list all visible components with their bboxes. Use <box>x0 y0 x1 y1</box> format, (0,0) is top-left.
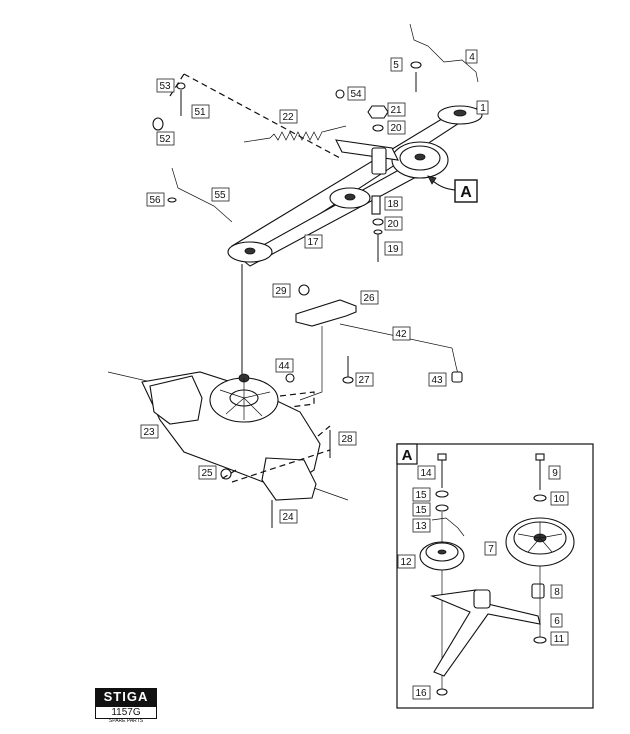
belt-drive-assembly <box>152 23 483 378</box>
callout-a: A <box>454 179 478 203</box>
label-12: 12 <box>400 557 412 568</box>
label-53: 53 <box>159 81 171 92</box>
label-7: 7 <box>488 544 494 555</box>
label-5: 5 <box>393 60 399 71</box>
inset-a-label: A <box>402 447 413 464</box>
label-9: 9 <box>552 468 558 479</box>
label-6: 6 <box>554 616 560 627</box>
logo-brand: STIGA <box>95 688 157 706</box>
detail-inset-a: A <box>396 443 594 709</box>
label-19: 19 <box>387 244 399 255</box>
label-28: 28 <box>341 434 353 445</box>
label-25: 25 <box>201 468 213 479</box>
transmission-assembly <box>107 371 349 528</box>
label-18: 18 <box>387 199 399 210</box>
label-43: 43 <box>431 375 443 386</box>
label-44: 44 <box>278 361 290 372</box>
label-51: 51 <box>194 107 206 118</box>
label-20-lower: 20 <box>387 219 399 230</box>
label-15-upper: 15 <box>415 490 427 501</box>
label-52: 52 <box>159 134 171 145</box>
label-20-upper: 20 <box>390 123 402 134</box>
label-22: 22 <box>282 112 294 123</box>
callout-a-label: A <box>460 184 472 201</box>
label-8: 8 <box>554 587 560 598</box>
label-27: 27 <box>358 375 370 386</box>
label-16: 16 <box>415 688 427 699</box>
label-10: 10 <box>553 494 565 505</box>
label-54: 54 <box>350 89 362 100</box>
label-42: 42 <box>395 329 407 340</box>
label-17: 17 <box>307 237 319 248</box>
label-4: 4 <box>469 52 475 63</box>
stiga-logo: STIGA 1157G SPARE PARTS <box>95 688 157 728</box>
label-23: 23 <box>143 427 155 438</box>
part-number-labels: 1 4 5 21 20 54 53 51 52 22 56 55 <box>140 49 569 700</box>
label-56: 56 <box>149 195 161 206</box>
label-21: 21 <box>390 105 402 116</box>
label-55: 55 <box>214 190 226 201</box>
label-13: 13 <box>415 521 427 532</box>
label-24: 24 <box>282 512 294 523</box>
label-11: 11 <box>554 634 565 645</box>
label-15-lower: 15 <box>415 505 427 516</box>
label-29: 29 <box>275 286 287 297</box>
label-14: 14 <box>420 468 432 479</box>
label-1: 1 <box>480 103 486 114</box>
logo-subtitle: SPARE PARTS <box>108 718 144 724</box>
logo-code: 1157G <box>95 706 157 719</box>
label-26: 26 <box>363 293 375 304</box>
